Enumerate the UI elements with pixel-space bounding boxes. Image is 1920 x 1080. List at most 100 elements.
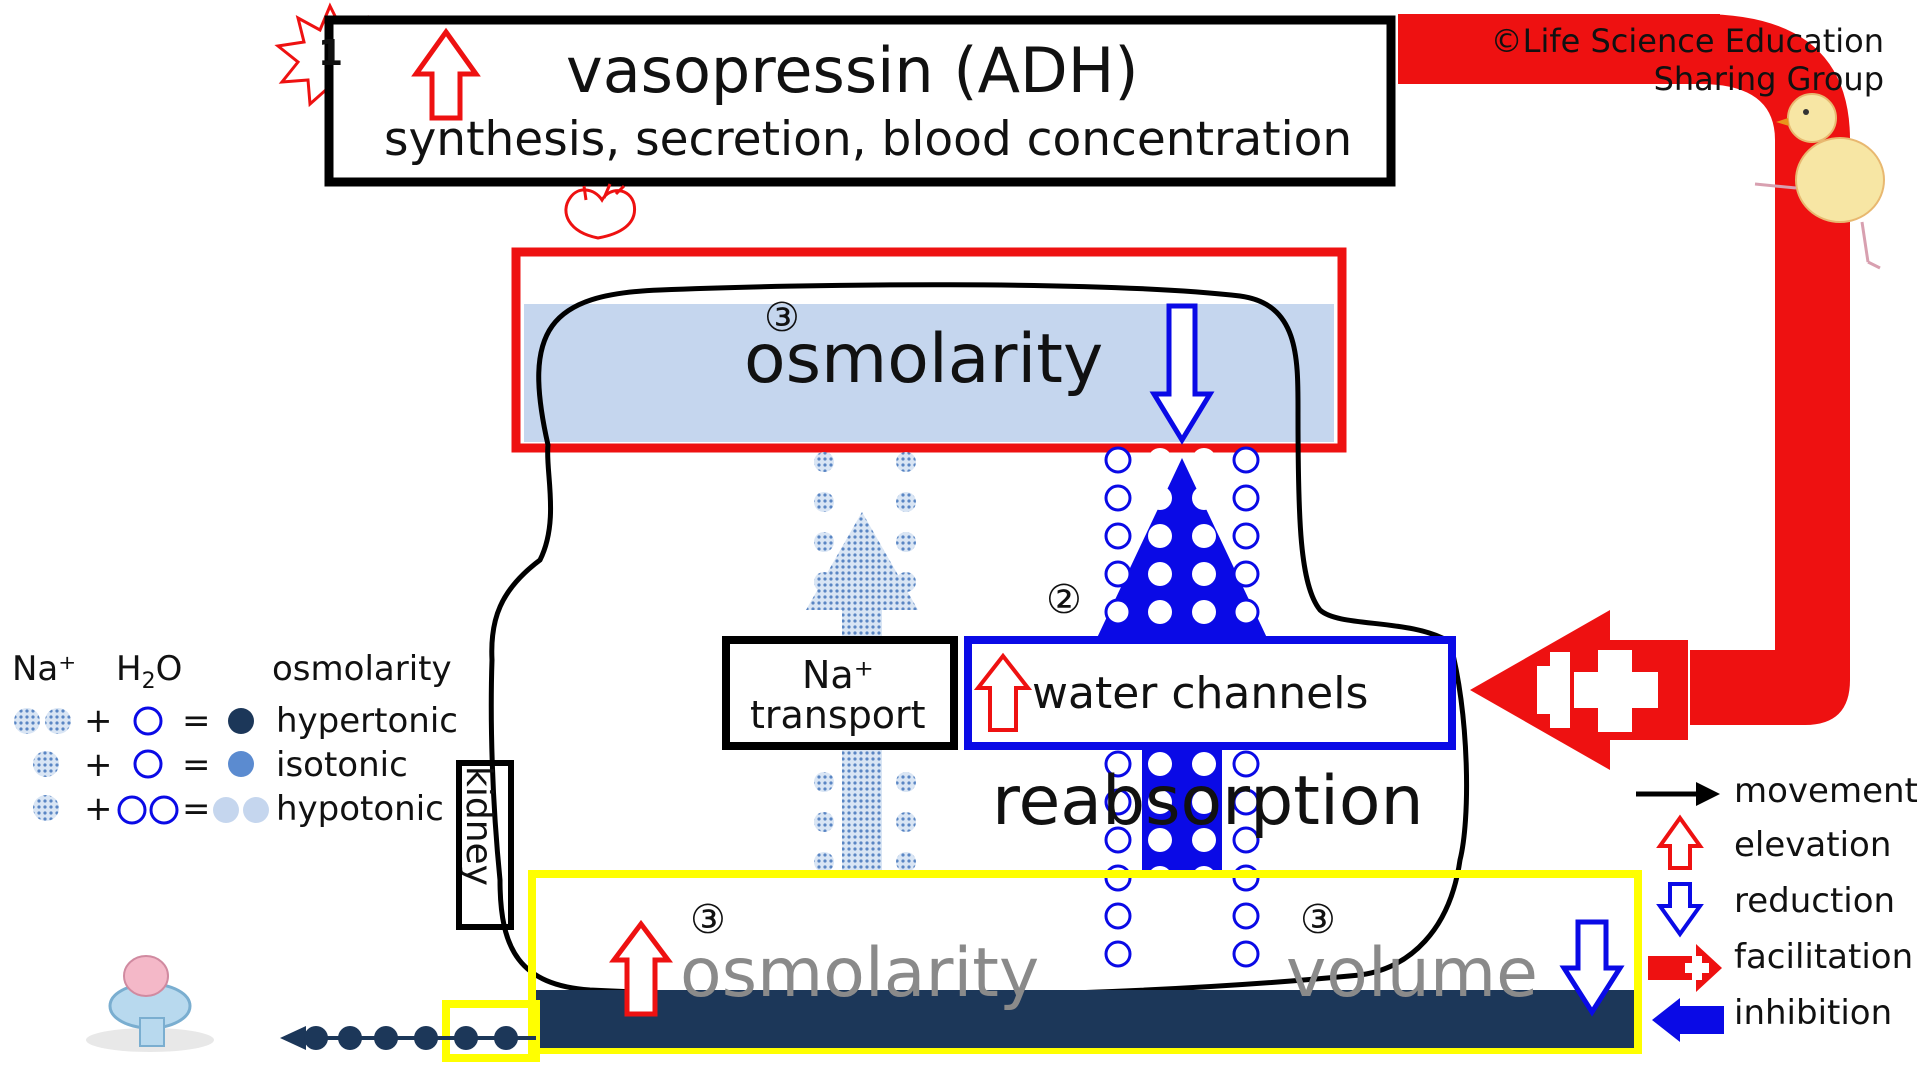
adh-subtitle: synthesis, secretion, blood concentratio…	[384, 112, 1353, 167]
water-dot	[1104, 940, 1132, 968]
legend-movement: movement	[1734, 771, 1918, 811]
water-dot	[1148, 828, 1172, 852]
blood-osmolarity-label: osmolarity	[744, 320, 1104, 399]
na-label-line1: Na⁺	[802, 653, 874, 697]
water-dot	[1148, 524, 1172, 548]
water-dot	[1148, 600, 1172, 624]
water-dot	[1104, 560, 1132, 588]
elevation-arrow-icon	[411, 27, 481, 121]
credit: ©Life Science Education Sharing Group	[1480, 22, 1884, 99]
water-dot	[1192, 486, 1216, 510]
na-dot	[896, 772, 916, 792]
legend-equals: =	[182, 701, 211, 741]
water-dot	[1104, 446, 1132, 474]
na-dot	[896, 852, 916, 872]
na-dot	[896, 532, 916, 552]
na-dots	[814, 452, 916, 872]
na-dot	[896, 572, 916, 592]
water-dot	[1192, 790, 1216, 814]
legend-reduction: reduction	[1734, 881, 1896, 921]
na-transport-box	[722, 636, 958, 750]
water-dot	[1232, 522, 1260, 550]
legend-equals: =	[182, 745, 211, 785]
water-dot	[1104, 788, 1132, 816]
legend-inhibition: inhibition	[1734, 993, 1893, 1033]
water-dots	[1104, 446, 1260, 968]
water-dot	[1104, 484, 1132, 512]
legend-na-header: Na⁺	[12, 649, 77, 689]
legend-osmolarity-header: osmolarity	[272, 649, 452, 689]
urine-fill	[536, 990, 1634, 1048]
legend-equals: =	[182, 789, 211, 829]
blood-step-label: ③	[764, 295, 800, 341]
na-dot	[896, 492, 916, 512]
na-dot	[814, 812, 834, 832]
water-dot	[1104, 902, 1132, 930]
water-dot	[1232, 750, 1260, 778]
legend-hypertonic: hypertonic	[276, 701, 458, 741]
na-dot	[814, 452, 834, 472]
water-dot	[1104, 826, 1132, 854]
water-dot	[1232, 484, 1260, 512]
adh-box	[324, 15, 1396, 187]
water-channels-label: water channels	[1032, 668, 1369, 719]
water-dot	[1192, 828, 1216, 852]
water-dot	[1192, 524, 1216, 548]
elevation-arrow-icon	[609, 919, 673, 1017]
elevation-arrow-icon	[973, 652, 1033, 732]
kidney-label-box	[456, 760, 514, 930]
water-channels-box	[964, 636, 1456, 750]
credit-line2: Sharing Group	[1653, 60, 1884, 99]
water-dot	[1104, 750, 1132, 778]
na-dot	[814, 772, 834, 792]
chick-mascot-icon	[1754, 93, 1885, 270]
reduction-arrow-icon	[1149, 303, 1215, 445]
water-dot	[1192, 904, 1216, 928]
na-dot	[814, 852, 834, 872]
reabsorption-label: reabsorption	[992, 762, 1424, 841]
water-dot	[1192, 942, 1216, 966]
urine-volume-label: volume	[1286, 934, 1538, 1013]
legend-plus: +	[84, 745, 113, 785]
water-dot	[1192, 562, 1216, 586]
legend-facilitation: facilitation	[1734, 937, 1914, 977]
urine-box	[528, 870, 1642, 1054]
water-dot	[1192, 448, 1216, 472]
legend-elevation: elevation	[1734, 825, 1892, 865]
feedback-arrow	[1398, 14, 1850, 770]
legend-right-graphics	[1636, 782, 1724, 1042]
toilet-icon	[86, 955, 214, 1052]
adh-title: vasopressin (ADH)	[566, 34, 1139, 107]
na-dot	[814, 532, 834, 552]
credit-line1: ©Life Science Education	[1490, 22, 1884, 60]
water-dot	[1148, 562, 1172, 586]
water-dot	[1192, 752, 1216, 776]
water-dot	[1232, 826, 1260, 854]
water-dot	[1148, 752, 1172, 776]
water-dot	[1232, 902, 1260, 930]
legend-left-graphics	[14, 706, 269, 825]
reduction-arrow-icon	[1559, 919, 1625, 1017]
step-1-label: 1	[318, 33, 344, 74]
water-dot	[1232, 446, 1260, 474]
na-dot	[896, 452, 916, 472]
water-dot	[1192, 600, 1216, 624]
na-dot	[814, 492, 834, 512]
water-dot	[1232, 598, 1260, 626]
urine-osm-step-label: ③	[690, 897, 726, 943]
water-dot	[1232, 788, 1260, 816]
water-dot	[1148, 942, 1172, 966]
water-dot	[1104, 522, 1132, 550]
water-step-label: ②	[1046, 577, 1082, 623]
water-dot	[1148, 904, 1172, 928]
heart-icon	[564, 183, 637, 240]
blood-fill	[524, 304, 1334, 442]
na-dot	[814, 572, 834, 592]
urine-vol-step-label: ③	[1300, 897, 1336, 943]
na-label-line2: transport	[750, 693, 926, 737]
water-dot	[1148, 790, 1172, 814]
legend-plus: +	[84, 789, 113, 829]
water-dot	[1232, 560, 1260, 588]
legend-isotonic: isotonic	[276, 745, 408, 785]
